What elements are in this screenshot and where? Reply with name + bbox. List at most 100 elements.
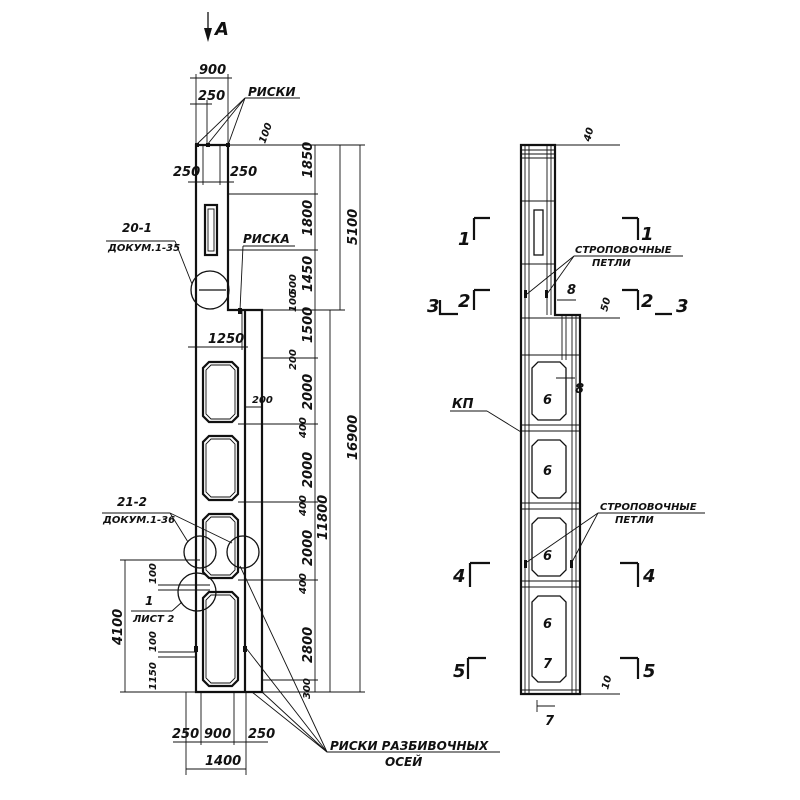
- section-mark-icon: [466, 656, 486, 679]
- leader-line: [251, 691, 328, 753]
- dim-1500: 1500: [301, 307, 316, 343]
- dim-250-right: 250: [230, 165, 257, 180]
- sling-loops-label-1: СТРОПОВОЧНЫЕ: [575, 245, 672, 256]
- sling-loop: [524, 560, 527, 568]
- callouts-left: РИСКИ РИСКА 20-1 ДОКУМ.1-35 21-2 ДОКУМ.1…: [102, 85, 500, 769]
- section-mark-icon: [468, 561, 490, 587]
- dim-500-step: 500: [288, 274, 299, 295]
- section-mark-icon: [622, 288, 640, 310]
- sling-loop: [570, 560, 573, 568]
- node-21-2-doc: ДОКУМ.1-36: [102, 515, 175, 526]
- leader-line: [195, 97, 246, 146]
- dim-2000b: 2000: [301, 452, 316, 488]
- sling-loops-label-4: ПЕТЛИ: [615, 515, 654, 526]
- section-1-right: 1: [641, 224, 654, 245]
- section-3-right: 3: [676, 296, 689, 317]
- dim-10: 10: [600, 674, 614, 690]
- detail-6a: 6: [543, 393, 552, 408]
- dim-5100: 5100: [346, 209, 361, 245]
- dim-1850: 1850: [301, 142, 316, 178]
- arrow-down-icon: [204, 28, 212, 42]
- sling-loops-label-3: СТРОПОВОЧНЫЕ: [600, 502, 697, 513]
- leader-line: [239, 565, 328, 753]
- opening-2: [201, 434, 240, 502]
- leader-line: [239, 245, 244, 311]
- node-20-1-doc: ДОКУМ.1-35: [107, 243, 180, 254]
- leader-line: [261, 691, 328, 753]
- dim-100-top: 100: [257, 122, 274, 145]
- dim-40: 40: [582, 126, 596, 143]
- detail-6b: 6: [543, 464, 552, 479]
- node-21-2-label: 21-2: [117, 495, 147, 509]
- section-4-right: 4: [642, 566, 656, 587]
- dim-200-small: 200: [288, 349, 299, 370]
- dim-100a: 100: [148, 563, 159, 584]
- dim-900-top: 900: [199, 63, 226, 78]
- riski-label: РИСКИ: [248, 85, 296, 99]
- leader-line: [169, 512, 189, 543]
- riska-label: РИСКА: [243, 232, 290, 246]
- rebar-opening-2: [531, 439, 567, 499]
- leader-line: [486, 410, 522, 433]
- node-1-label: 1: [145, 594, 153, 608]
- section-mark-icon: [620, 561, 640, 587]
- section-5-right: 5: [643, 661, 656, 682]
- sling-loops-label-2: ПЕТЛИ: [592, 258, 631, 269]
- mark-tick: [206, 143, 210, 147]
- dim-400c: 400: [298, 573, 309, 595]
- mark-tick: [238, 308, 242, 314]
- node-circle-21-2a: [183, 535, 217, 569]
- dim-400a: 400: [298, 417, 309, 439]
- kp-label: КП: [452, 397, 474, 412]
- detail-6c: 6: [543, 549, 552, 564]
- opening-3: [201, 512, 240, 580]
- upper-opening-rebar: [533, 209, 544, 256]
- leader-line: [526, 255, 575, 295]
- leader-line: [174, 240, 193, 285]
- section-mark-icon: [438, 300, 458, 316]
- dim-50: 50: [599, 296, 613, 312]
- bottom-dimensions: 250 900 250 1400: [172, 692, 275, 775]
- section-mark-icon: [472, 288, 490, 310]
- detail-8b: 8: [575, 382, 584, 397]
- section-marks: 1 1 2 2 3 3 4 4 5 5: [427, 216, 689, 682]
- dim-1250: 1250: [208, 332, 244, 347]
- rebar-opening-3: [531, 517, 567, 577]
- mark-tick: [243, 646, 247, 652]
- section-mark-icon: [620, 656, 640, 679]
- dim-100b: 100: [148, 631, 159, 652]
- dim-900-bottom: 900: [204, 727, 231, 742]
- dim-1450: 1450: [301, 256, 316, 292]
- dim-300: 300: [302, 678, 313, 699]
- opening-1: [201, 360, 240, 424]
- section-mark-icon: [472, 216, 490, 240]
- node-circle-20-1: [190, 270, 230, 310]
- dim-2000a: 2000: [301, 374, 316, 410]
- leader-line: [227, 97, 246, 146]
- vertical-dimension-chain: 1850 1800 1450 1500 2000 2000 2000 2800 …: [228, 142, 365, 699]
- leader-line: [206, 97, 246, 146]
- detail-7b: 7: [545, 714, 555, 729]
- leader-line: [169, 512, 233, 544]
- dim-250-bottom-right: 250: [248, 727, 275, 742]
- mark-tick: [194, 646, 198, 652]
- upper-opening: [203, 203, 219, 257]
- section-5-left: 5: [453, 661, 466, 682]
- section-1-left: 1: [458, 229, 471, 250]
- reinforcement-view: 40 50 10 СТРОПОВОЧНЫЕ ПЕТЛИ СТРОПОВОЧНЫЕ…: [427, 126, 705, 729]
- section-4-left: 4: [452, 566, 466, 587]
- dim-1400: 1400: [205, 754, 241, 769]
- mark-tick: [195, 143, 199, 147]
- leader-line: [171, 601, 183, 612]
- detail-6d: 6: [543, 617, 552, 632]
- leader-line: [526, 512, 599, 563]
- left-dimensions: 4100 100 100 1150: [111, 559, 210, 693]
- dim-100-step: 100: [288, 291, 299, 312]
- top-dimensions: 900 250 100 250 250: [173, 63, 275, 183]
- dim-200: 200: [252, 395, 273, 406]
- axis-marks-label-1: РИСКИ РАЗБИВОЧНЫХ: [330, 739, 489, 753]
- dim-2000c: 2000: [301, 530, 316, 566]
- dim-11800: 11800: [316, 495, 331, 540]
- dim-16900: 16900: [346, 415, 361, 460]
